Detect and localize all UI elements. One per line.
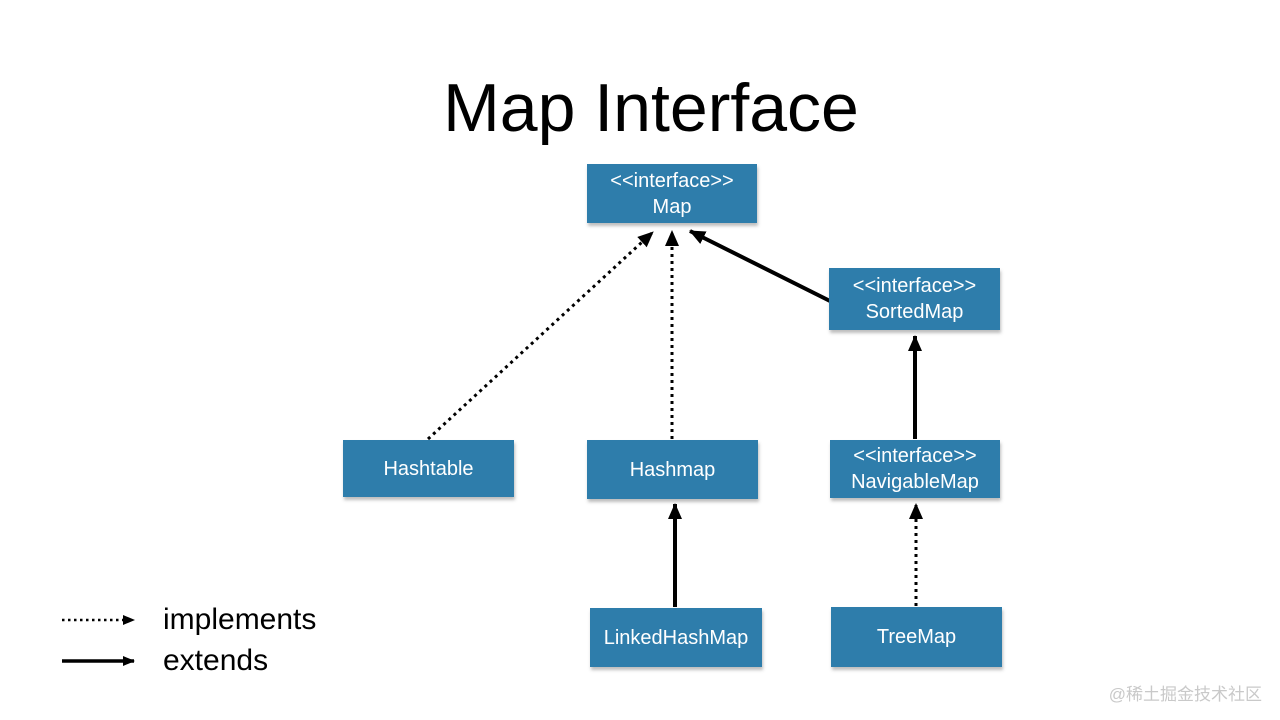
edge-hashtable-implements-map — [426, 230, 655, 441]
class-name: NavigableMap — [851, 471, 979, 493]
class-name: Hashmap — [629, 458, 716, 481]
class-name: TreeMap — [876, 626, 957, 648]
stereotype-label: <<interface>> — [852, 275, 977, 297]
legend-implements-label: implements — [163, 603, 317, 636]
interface-box-sortedmap: <<interface>> SortedMap — [829, 268, 1000, 330]
interface-box-navigablemap: <<interface>> NavigableMap — [830, 440, 1000, 498]
class-name: Hashtable — [383, 457, 474, 480]
class-name: SortedMap — [865, 301, 964, 323]
class-name: LinkedHashMap — [603, 626, 749, 649]
stereotype-label: <<interface>> — [610, 169, 734, 192]
class-name: Map — [652, 195, 692, 218]
edge-sortedmap-extends-map — [689, 229, 833, 304]
watermark-text: @稀土掘金技术社区 — [1108, 685, 1262, 704]
legend-extends-label: extends — [163, 644, 269, 677]
class-box-treemap: TreeMap — [831, 607, 1002, 667]
interface-box-map: <<interface>> Map — [587, 164, 757, 223]
diagram-title: Map Interface — [443, 70, 859, 146]
class-box-hashmap: Hashmap — [587, 440, 758, 499]
class-box-hashtable: Hashtable — [343, 440, 514, 497]
stereotype-label: <<interface>> — [853, 445, 977, 467]
class-box-linkedhashmap: LinkedHashMap — [590, 608, 762, 667]
